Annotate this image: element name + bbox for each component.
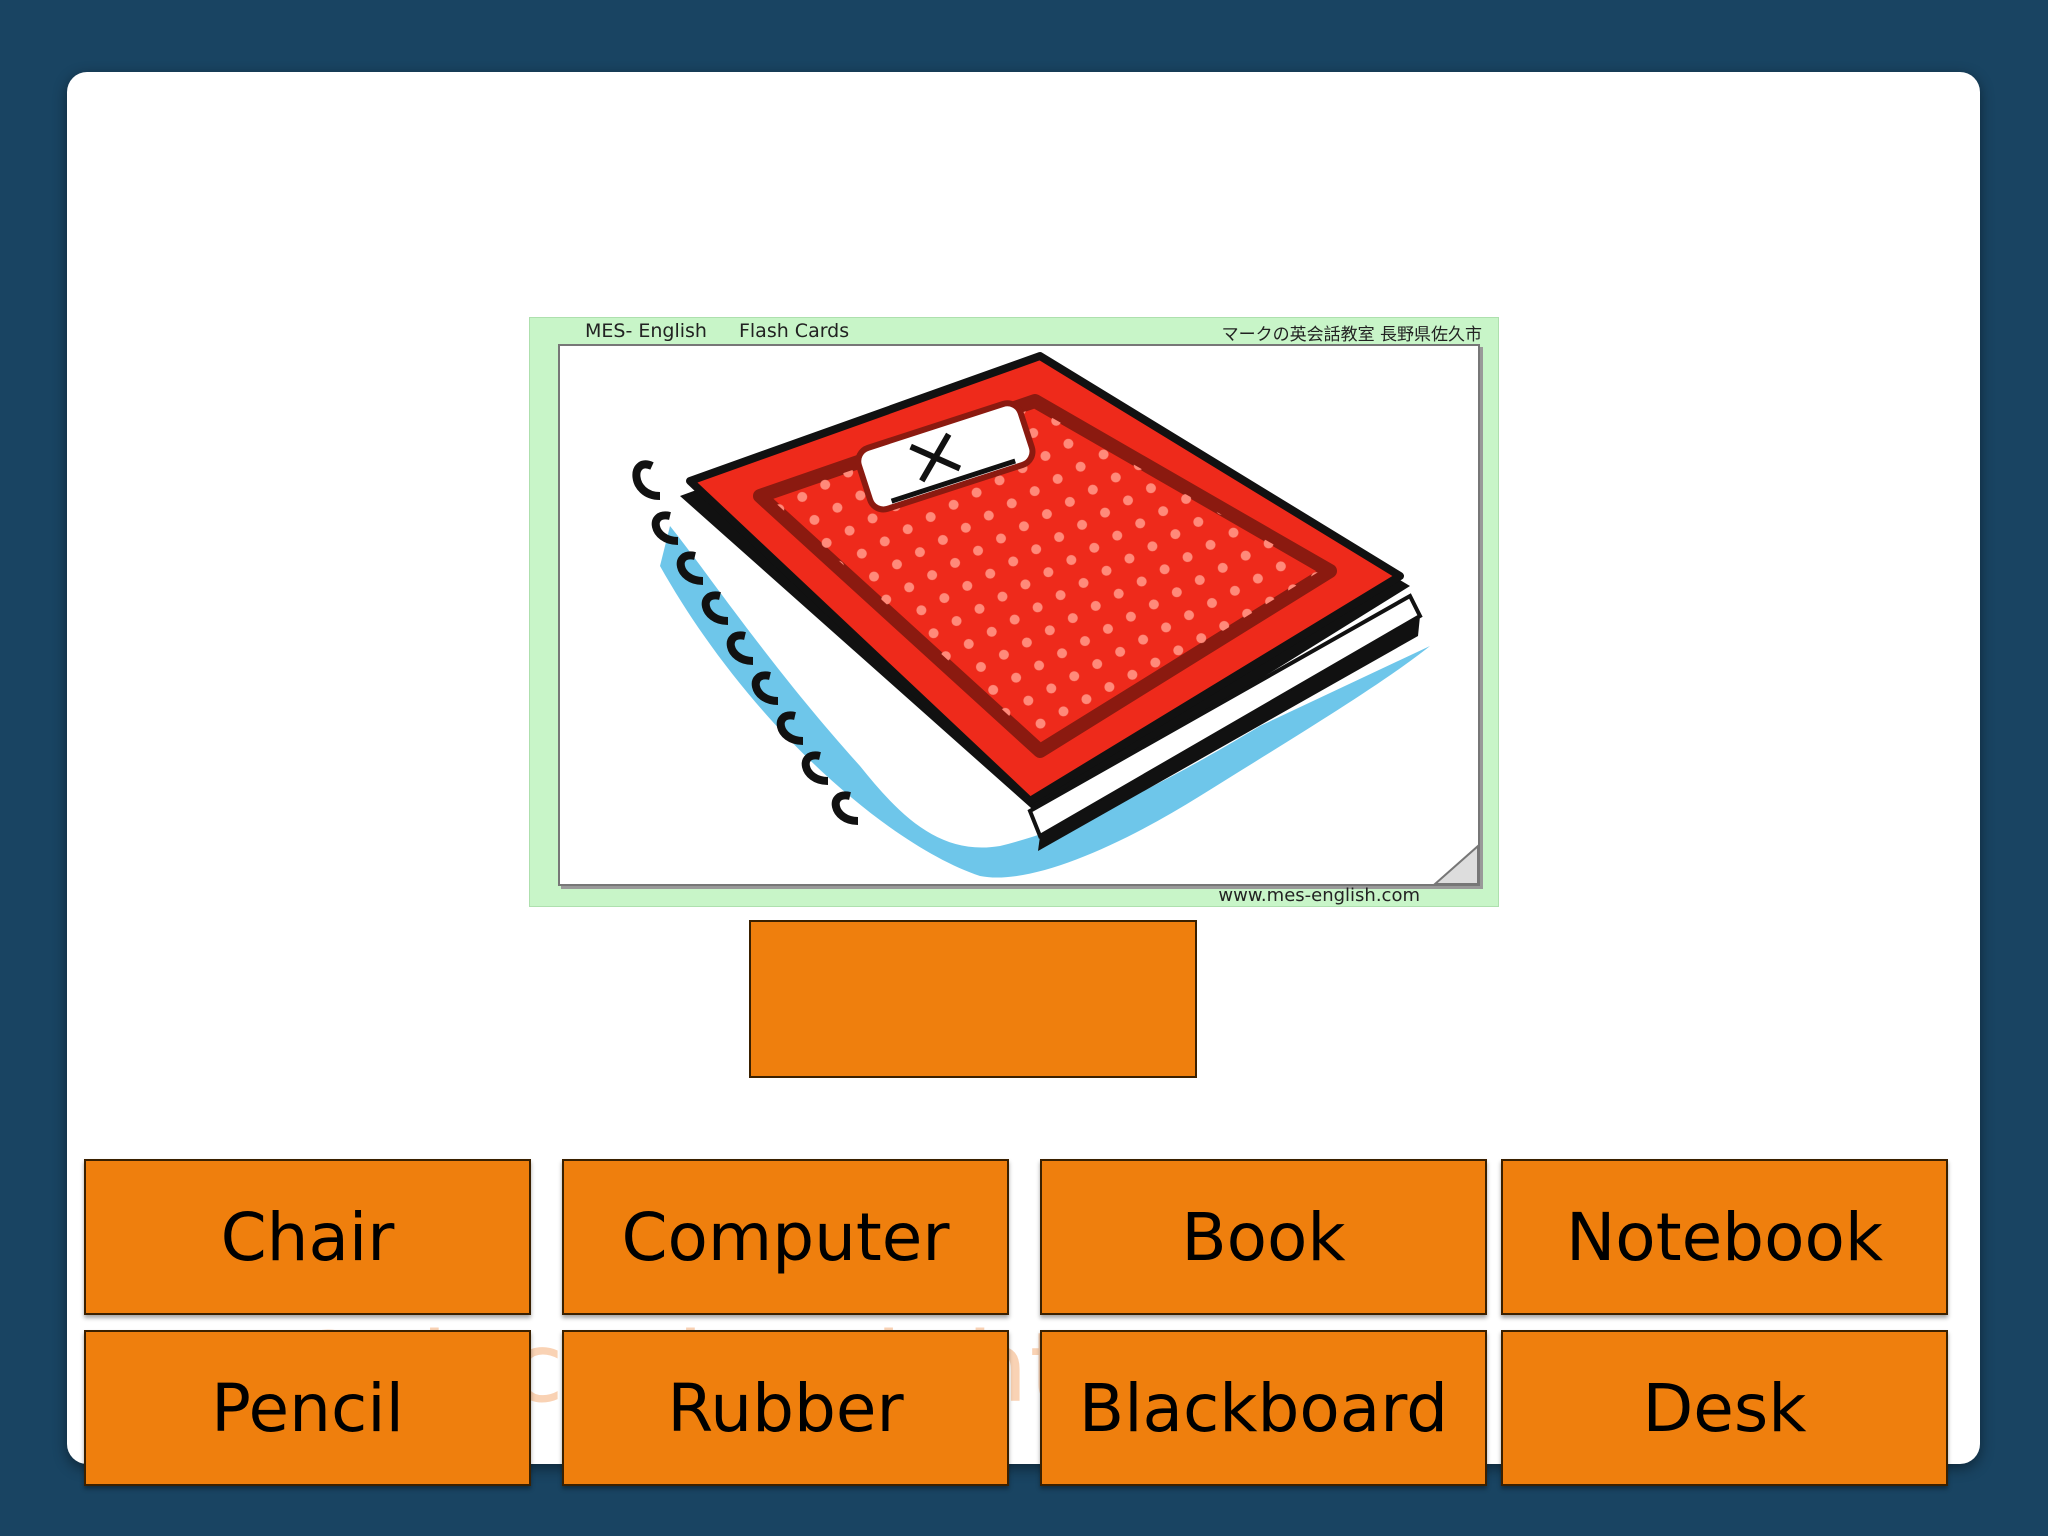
option-desk-button[interactable]: Desk bbox=[1501, 1330, 1948, 1486]
option-notebook-button[interactable]: Notebook bbox=[1501, 1159, 1948, 1315]
flashcard-brand: MES- English bbox=[585, 320, 707, 342]
flashcard: MES- English Flash Cards マークの英会話教室 長野県佐久市 bbox=[529, 317, 1499, 907]
option-book-button[interactable]: Book bbox=[1040, 1159, 1487, 1315]
option-pencil-button[interactable]: Pencil bbox=[84, 1330, 531, 1486]
answer-drop-box[interactable] bbox=[749, 920, 1197, 1078]
option-rubber-button[interactable]: Rubber bbox=[562, 1330, 1009, 1486]
flashcard-website: www.mes-english.com bbox=[1218, 885, 1420, 906]
flashcard-header-left: MES- English Flash Cards bbox=[585, 320, 849, 342]
flashcard-type: Flash Cards bbox=[738, 320, 850, 342]
option-chair-button[interactable]: Chair bbox=[84, 1159, 531, 1315]
option-blackboard-button[interactable]: Blackboard bbox=[1040, 1330, 1487, 1486]
option-computer-button[interactable]: Computer bbox=[562, 1159, 1009, 1315]
flashcard-picture-frame bbox=[558, 344, 1480, 886]
flashcard-japanese-header: マークの英会話教室 長野県佐久市 bbox=[1221, 325, 1482, 345]
notebook-icon bbox=[632, 352, 1478, 884]
